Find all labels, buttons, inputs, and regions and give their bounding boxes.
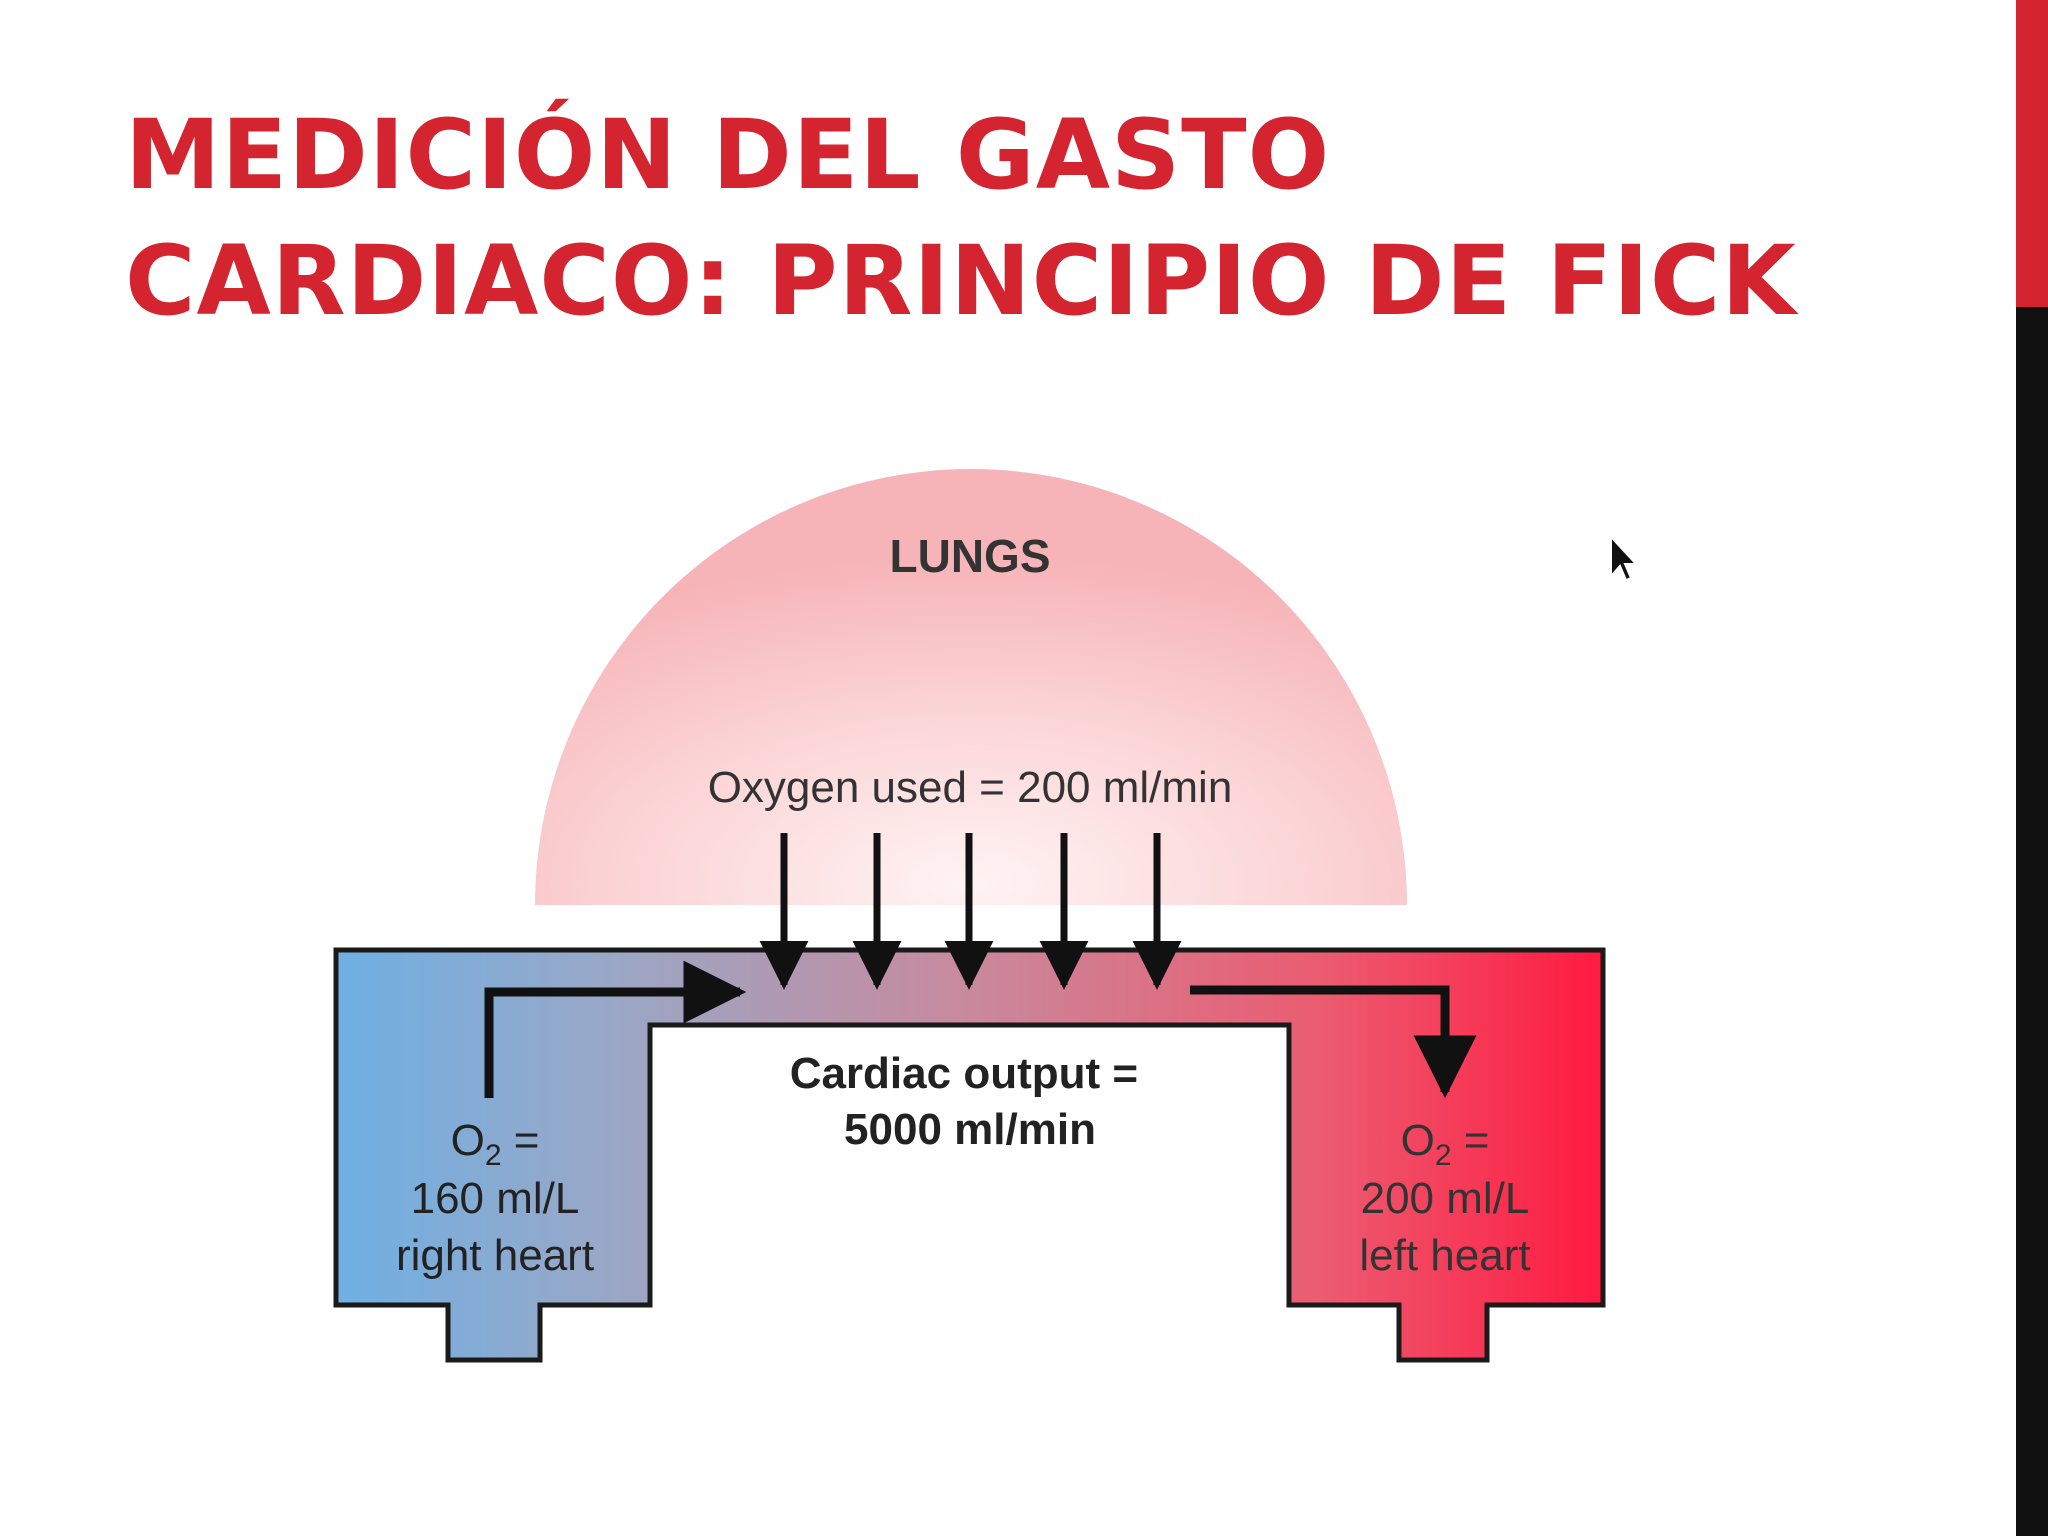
right-heart-name: right heart bbox=[396, 1231, 594, 1280]
left-heart-o2-subscript: 2 bbox=[1435, 1139, 1452, 1172]
left-heart-o2-equals: = bbox=[1452, 1116, 1490, 1165]
right-heart-o2: O2 = bbox=[451, 1116, 540, 1172]
right-heart-o2-subscript: 2 bbox=[485, 1139, 502, 1172]
slide-title: MEDICIÓN DEL GASTO CARDIACO: PRINCIPIO D… bbox=[125, 92, 1925, 344]
title-line-1: MEDICIÓN DEL GASTO bbox=[125, 99, 1331, 211]
lungs-dome bbox=[535, 469, 1407, 905]
oxygen-uptake-arrows bbox=[759, 833, 1182, 990]
right-heart-o2-equals: = bbox=[502, 1116, 540, 1165]
right-heart-o2-symbol: O bbox=[451, 1116, 485, 1165]
cardiac-output-line-2: 5000 ml/min bbox=[844, 1105, 1096, 1154]
cardiac-output-label: Cardiac output = 5000 ml/min bbox=[790, 1049, 1151, 1154]
oxygen-used-label: Oxygen used = 200 ml/min bbox=[708, 763, 1233, 812]
right-heart-o2-value: 160 ml/L bbox=[411, 1174, 580, 1223]
left-heart-o2: O2 = bbox=[1401, 1116, 1490, 1172]
right-heart-label: O2 = 160 ml/L right heart bbox=[396, 1116, 594, 1280]
flow-arrow-lungs-to-left-heart bbox=[1190, 985, 1477, 1099]
left-heart-o2-symbol: O bbox=[1401, 1116, 1435, 1165]
circulation-vessel bbox=[333, 947, 1606, 1363]
left-heart-name: left heart bbox=[1359, 1231, 1530, 1280]
mouse-cursor-icon bbox=[1610, 534, 1639, 582]
title-line-2: CARDIACO: PRINCIPIO DE FICK bbox=[125, 225, 1797, 337]
left-heart-o2-value: 200 ml/L bbox=[1361, 1174, 1530, 1223]
flow-arrow-right-heart-to-lungs bbox=[484, 960, 747, 1098]
side-accent-bar bbox=[2016, 0, 2048, 307]
lungs-label: LUNGS bbox=[890, 530, 1051, 582]
side-dark-bar bbox=[2016, 307, 2048, 1536]
cardiac-output-line-1: Cardiac output = bbox=[790, 1049, 1138, 1098]
left-heart-label: O2 = 200 ml/L left heart bbox=[1359, 1116, 1530, 1280]
